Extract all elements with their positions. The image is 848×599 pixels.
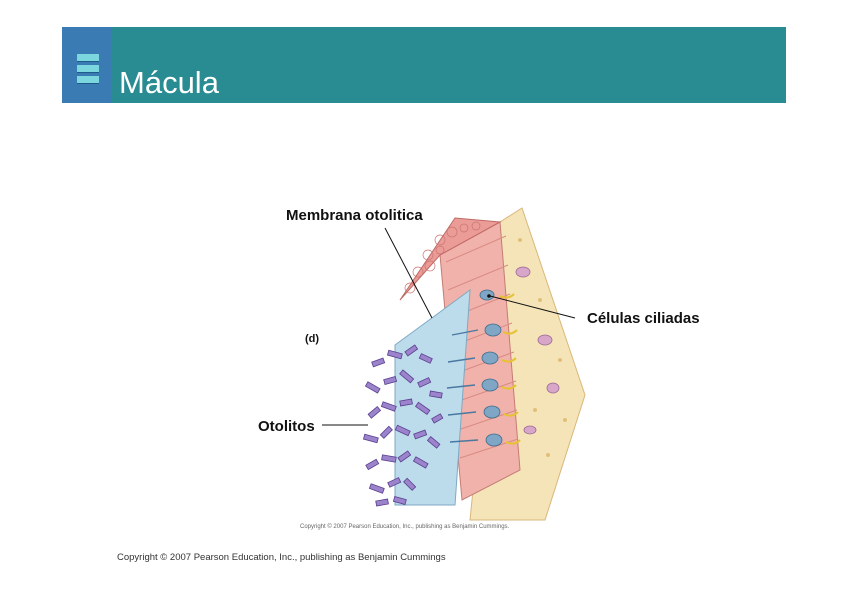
label-membrana-otolitica: Membrana otolitica [286,207,423,224]
label-otolitos: Otolitos [258,418,315,435]
slide-footer: Copyright © 2007 Pearson Education, Inc.… [117,552,446,563]
label-celulas-ciliadas: Células ciliadas [587,310,700,327]
otolithic-membrane-shape [395,290,470,505]
figure-credit: Copyright © 2007 Pearson Education, Inc.… [300,524,509,530]
panel-tag: (d) [305,333,319,345]
leader-membrana [385,228,432,318]
